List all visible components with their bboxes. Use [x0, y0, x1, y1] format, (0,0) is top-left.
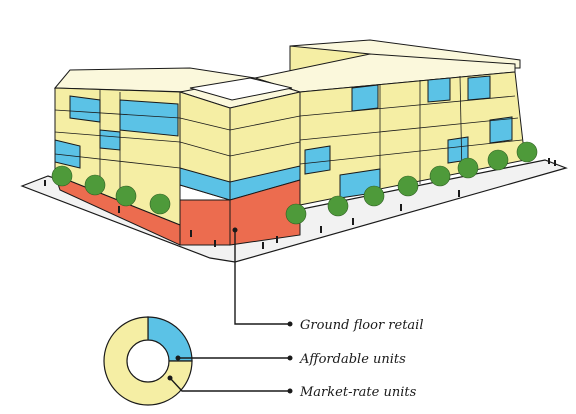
- tree-icon: [429, 165, 451, 187]
- person-icon: [554, 160, 556, 166]
- people: [44, 158, 556, 249]
- tree-icon: [516, 141, 538, 163]
- floor-lines: [54, 75, 523, 200]
- legend-affordable-units: Affordable units: [300, 352, 406, 367]
- affordable-leader-end: [287, 355, 293, 361]
- ground-floor-retail: [179, 199, 231, 246]
- market-leader-end: [287, 388, 293, 394]
- affordable-unit: [351, 84, 379, 112]
- person-icon: [548, 158, 550, 164]
- tree-icon: [487, 149, 509, 171]
- person-icon: [458, 190, 460, 197]
- affordable-unit: [427, 77, 451, 103]
- market-rate-slice: [103, 316, 193, 406]
- ground-floor-retail: [229, 179, 301, 246]
- person-icon: [352, 218, 354, 225]
- legend-ground-floor-retail: Ground floor retail: [300, 318, 424, 333]
- tree-icon: [51, 165, 73, 187]
- tree-icon: [84, 174, 106, 196]
- person-icon: [276, 236, 278, 243]
- retail-leader-end: [287, 321, 293, 327]
- rooftop-box: [189, 77, 293, 101]
- affordable-unit: [54, 139, 81, 169]
- affordable-unit: [489, 116, 513, 144]
- person-icon: [214, 240, 216, 247]
- building: [53, 39, 526, 246]
- trees: [51, 141, 538, 225]
- person-icon: [190, 230, 192, 237]
- affordable-unit: [99, 129, 121, 151]
- person-icon: [118, 206, 120, 213]
- person-icon: [400, 204, 402, 211]
- person-icon: [320, 226, 322, 233]
- tree-icon: [115, 185, 137, 207]
- tree-icon: [149, 193, 171, 215]
- person-icon: [262, 242, 264, 249]
- tree-icon: [397, 175, 419, 197]
- affordable-unit: [304, 145, 331, 175]
- legend-market-rate-units: Market-rate units: [300, 385, 417, 400]
- retail-leader-line: [234, 230, 290, 325]
- affordable-unit: [69, 95, 101, 123]
- tree-icon: [285, 203, 307, 225]
- tree-icon: [327, 195, 349, 217]
- affordable-slice: [147, 316, 193, 362]
- market-leader-line: [169, 377, 290, 392]
- person-icon: [44, 180, 46, 186]
- tree-icon: [363, 185, 385, 207]
- tree-icon: [457, 157, 479, 179]
- affordable-unit: [467, 75, 491, 101]
- unit-mix-donut: [103, 316, 193, 406]
- affordable-unit: [119, 99, 179, 137]
